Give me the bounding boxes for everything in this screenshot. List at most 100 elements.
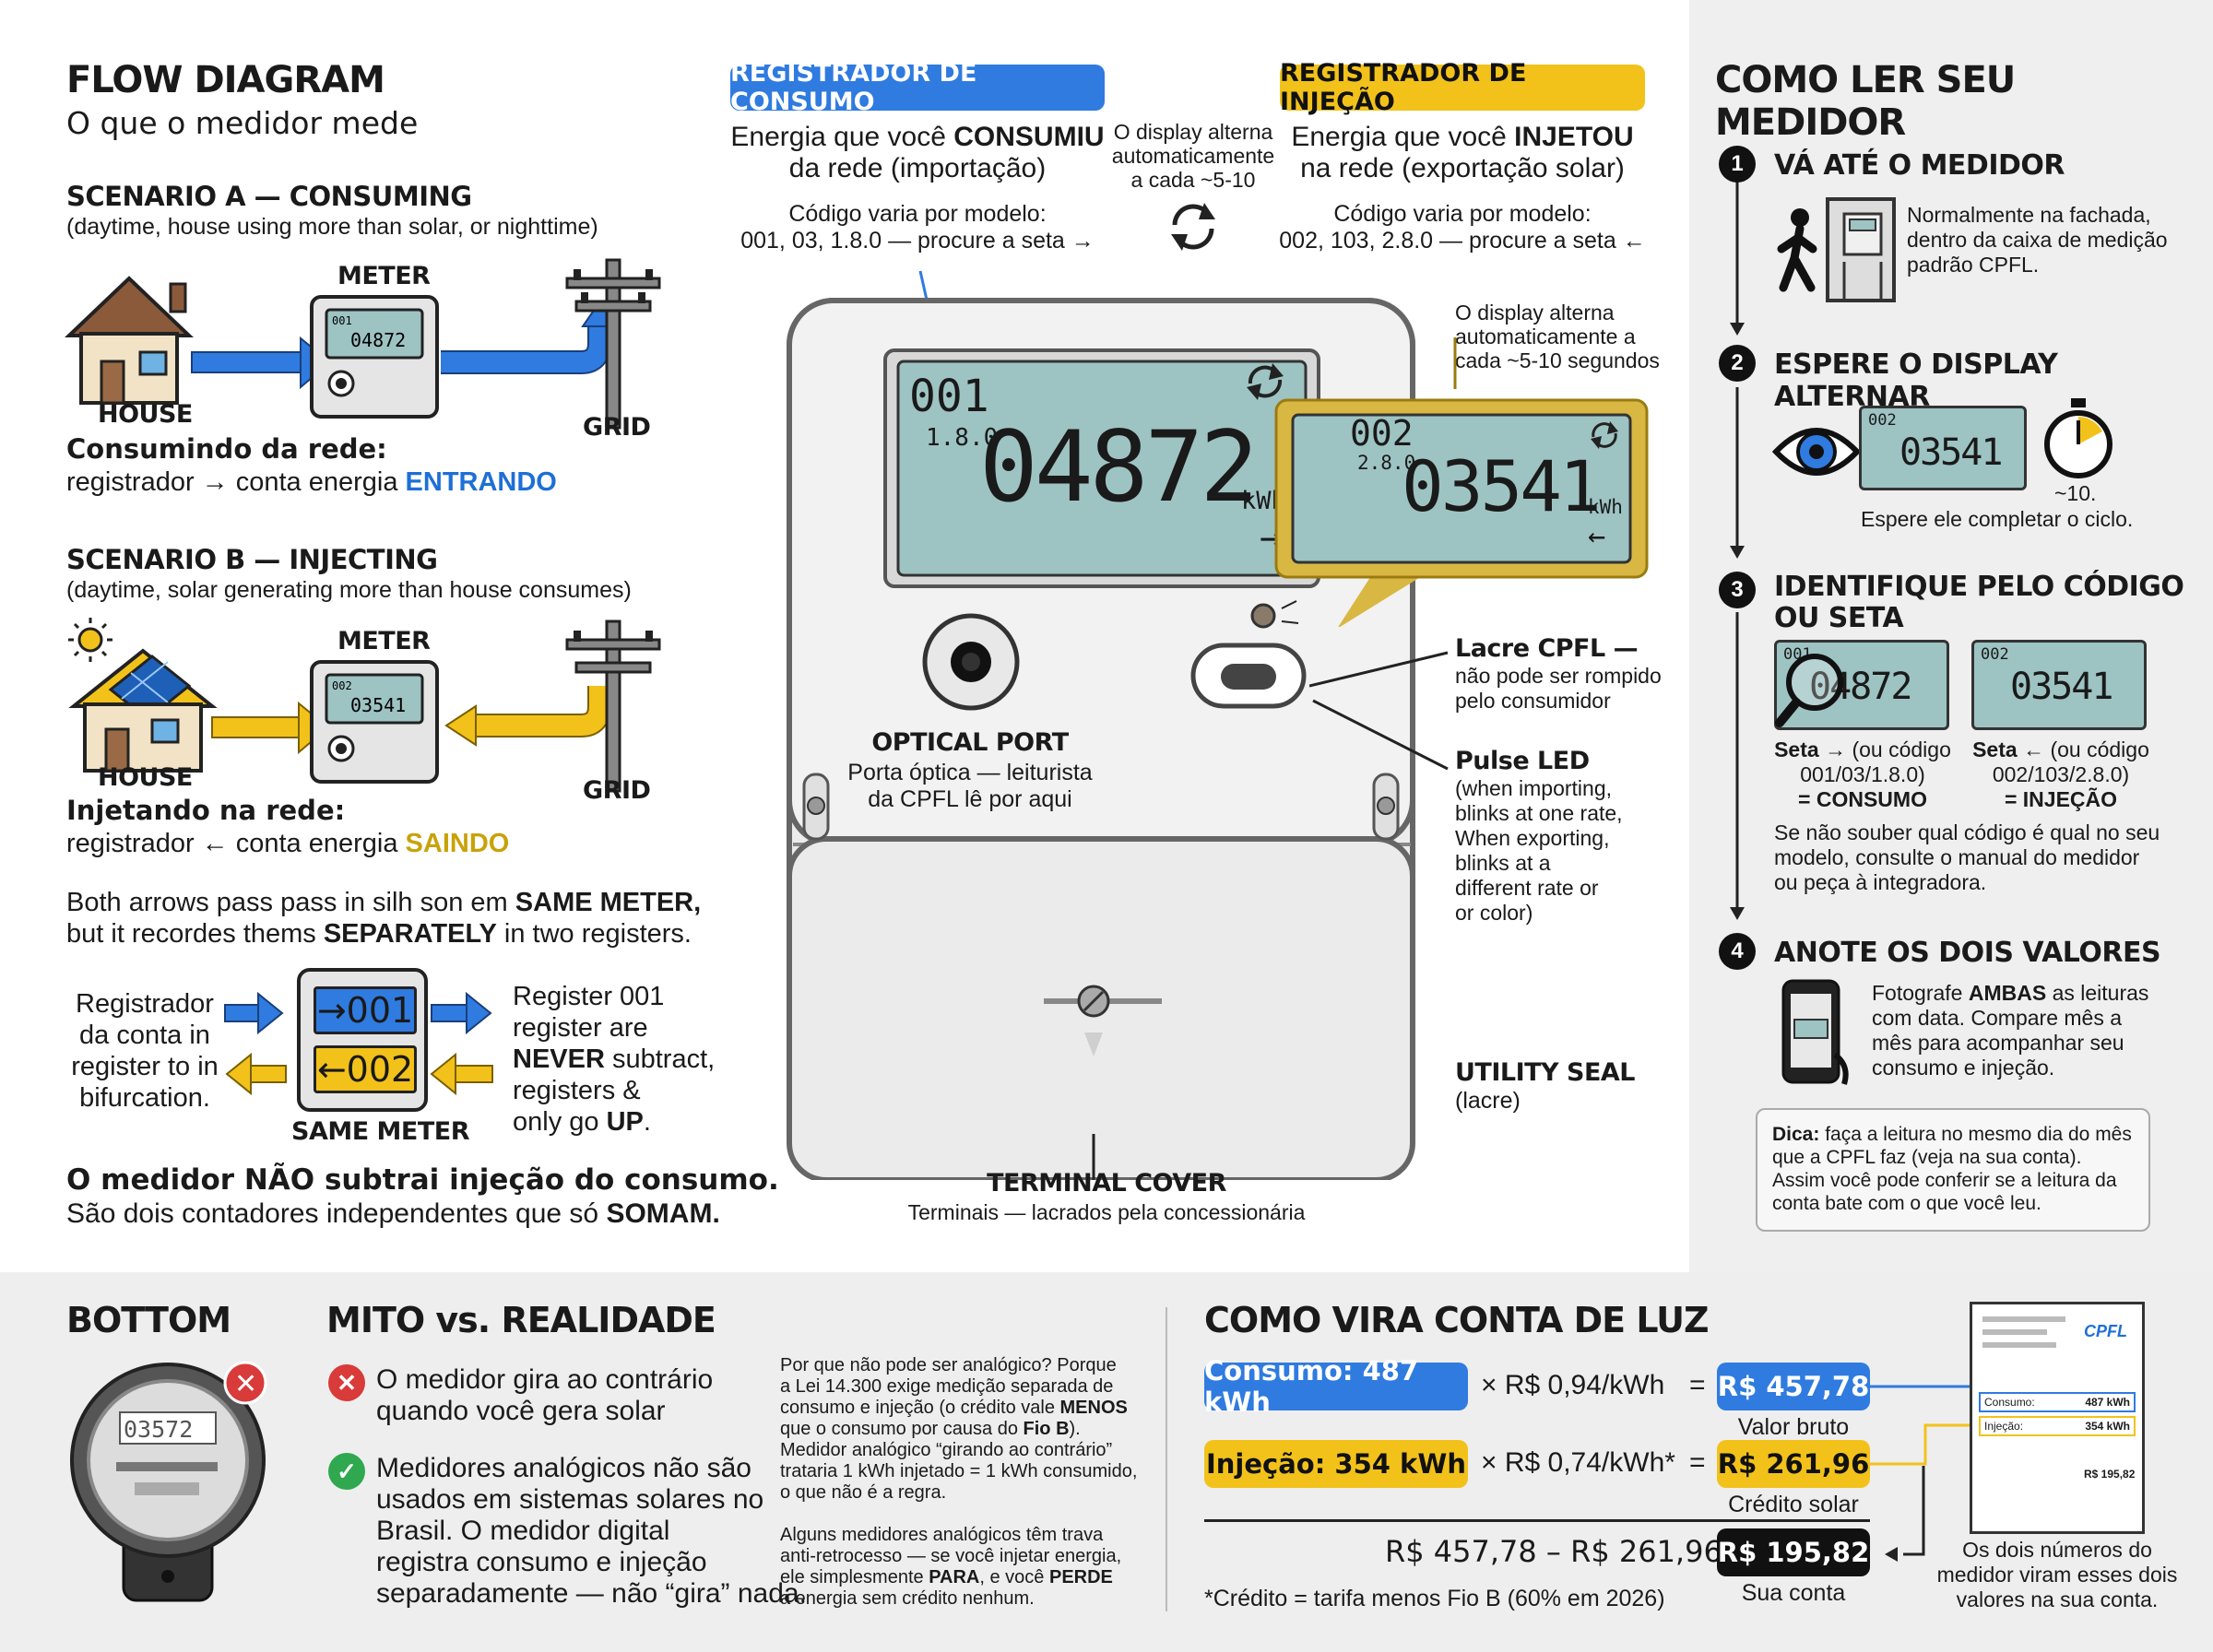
step-2-desc: Espere ele completar o ciclo. bbox=[1861, 507, 2134, 531]
injecao-code: Código varia por modelo:002, 103, 2.8.0 … bbox=[1279, 201, 1646, 254]
step-1-number: 1 bbox=[1719, 146, 1756, 183]
svg-text:002: 002 bbox=[332, 679, 352, 692]
lcd1-obis: 1.8.0 bbox=[926, 424, 999, 452]
final-bold: O medidor NÃO subtrai injeção do consumo… bbox=[66, 1163, 779, 1197]
scenario-b-grid-label: GRID bbox=[583, 776, 651, 805]
bill-footnote: *Crédito = tarifa menos Fio B (60% em 20… bbox=[1204, 1586, 1665, 1611]
magnifier-icon bbox=[1775, 654, 1843, 727]
side-screw-left-icon bbox=[802, 773, 830, 841]
lcd2-obis: 2.8.0 bbox=[1357, 452, 1416, 474]
step-3-lcd-a-value: 04872 bbox=[1809, 666, 1912, 708]
doc-line-1 bbox=[1982, 1316, 2065, 1322]
solar-house-icon bbox=[68, 648, 218, 773]
lcd1-code: 001 bbox=[909, 371, 989, 422]
scenario-a-meter-label: METER bbox=[337, 262, 431, 290]
how-to-panel-bg bbox=[1689, 0, 2213, 1272]
scenario-b-caption-bold: Injetando na rede: bbox=[66, 795, 346, 826]
scenario-a-house-label: HOUSE bbox=[98, 400, 193, 429]
scenario-a-caption: registrador → conta energia ENTRANDO bbox=[66, 467, 557, 497]
step-1-desc: Normalmente na fachada,dentro da caixa d… bbox=[1907, 203, 2168, 277]
step-1-title: VÁ ATÉ O MEDIDOR bbox=[1774, 149, 2065, 182]
x-mark-icon: ✕ bbox=[234, 1368, 257, 1400]
injecao-equals: = bbox=[1689, 1447, 1706, 1478]
cpfl-seal-icon bbox=[1190, 643, 1307, 709]
utility-seal-title: UTILITY SEAL bbox=[1455, 1058, 1636, 1087]
lcd1-value: 04872 bbox=[979, 410, 1259, 524]
lcd2-arrow-icon: ← bbox=[1588, 518, 1606, 553]
cpfl-logo: CPFL bbox=[2084, 1322, 2127, 1340]
saindo-highlight: SAINDO bbox=[405, 829, 510, 858]
scenario-a-graphic: 001 04872 bbox=[65, 258, 661, 430]
lcd2-value: 03541 bbox=[1402, 445, 1602, 527]
analog-meter-icon: ✕ bbox=[70, 1361, 267, 1602]
consumo-code: Código varia por modelo:001, 03, 1.8.0 —… bbox=[740, 201, 1095, 254]
lacre-title: Lacre CPFL — bbox=[1455, 634, 1639, 663]
consumo-caption: Valor bruto bbox=[1737, 1414, 1850, 1440]
doc-total: R$ 195,82 bbox=[2084, 1468, 2136, 1481]
walk-to-meter-icon bbox=[1777, 197, 1896, 302]
consumo-desc: Energia que você CONSUMIU da rede (impor… bbox=[730, 122, 1105, 183]
gold-arrow-left-icon bbox=[444, 686, 611, 747]
injecao-desc: Energia que você INJETOU na rede (export… bbox=[1291, 122, 1634, 183]
step-2-lcd bbox=[1859, 406, 2027, 490]
step-3-left-caption: Seta → (ou código 001/03/1.8.0)= CONSUMO bbox=[1774, 738, 1951, 811]
step-3-number: 3 bbox=[1719, 572, 1756, 608]
bottom-divider bbox=[1166, 1307, 1167, 1611]
both-arrows-line2: but it recordes thems SEPARATELY in two … bbox=[66, 919, 692, 949]
power-pole-b-icon bbox=[565, 620, 661, 793]
scenario-b-graphic: 002 03541 bbox=[68, 618, 661, 793]
doc-injecao-row: Injeção:354 kWh bbox=[1979, 1416, 2136, 1436]
phone-camera-icon bbox=[1781, 979, 1849, 1085]
pulse-led-title: Pulse LED bbox=[1455, 747, 1590, 775]
same-meter-label: SAME METER bbox=[291, 1117, 470, 1146]
bill-sum-line bbox=[1204, 1519, 1870, 1522]
stopwatch-icon bbox=[2044, 398, 2112, 478]
gold-arrow-in-icon bbox=[430, 1052, 493, 1096]
optical-port-title: OPTICAL PORT bbox=[871, 728, 1069, 757]
myth-title: MITO vs. REALIDADE bbox=[326, 1300, 716, 1340]
flow-title: FLOW DIAGRAM bbox=[66, 59, 385, 101]
doc-line-2 bbox=[1982, 1329, 2047, 1335]
injecao-rate: × R$ 0,74/kWh* bbox=[1481, 1447, 1675, 1478]
step-3-lcd-a bbox=[1774, 640, 1949, 730]
step-2-title: ESPERE O DISPLAY ALTERNAR bbox=[1774, 348, 2058, 413]
bill-title: COMO VIRA CONTA DE LUZ bbox=[1204, 1300, 1710, 1340]
injecao-total-pill: R$ 261,96 bbox=[1717, 1440, 1870, 1488]
step-2-lcd-code: 002 bbox=[1868, 411, 1897, 430]
final-caption: Sua conta bbox=[1741, 1580, 1846, 1606]
scenario-a-desc: (daytime, house using more than solar, o… bbox=[66, 214, 598, 240]
step-3-right-caption: Seta ← (ou código 002/103/2.8.0)= INJEÇÃ… bbox=[1972, 738, 2149, 811]
register-001-box: →001 bbox=[314, 986, 417, 1034]
step-2-timer: ~10. bbox=[2054, 481, 2097, 505]
step-2-number: 2 bbox=[1719, 345, 1756, 382]
scenario-b-house-label: HOUSE bbox=[98, 763, 193, 792]
consumo-register-pill: REGISTRADOR DE CONSUMO bbox=[730, 59, 1105, 116]
step-4-number: 4 bbox=[1719, 933, 1756, 970]
terminal-cover-desc: Terminais — lacrados pela concessionária bbox=[907, 1200, 1306, 1224]
injecao-kwh-pill: Injeção: 354 kWh bbox=[1204, 1440, 1468, 1488]
bill-difference: R$ 457,78 – R$ 261,96 = bbox=[1385, 1534, 1757, 1569]
blue-arrow-icon bbox=[191, 336, 332, 390]
flow-subtitle: O que o medidor mede bbox=[66, 105, 419, 141]
gold-arrow-out-icon bbox=[225, 1052, 287, 1096]
eye-icon bbox=[1772, 428, 1862, 476]
step-2-lcd-value: 03541 bbox=[1899, 431, 2003, 474]
optical-port-icon bbox=[922, 613, 1020, 711]
utility-seal-desc: (lacre) bbox=[1455, 1088, 1521, 1114]
terminal-screw-icon bbox=[1044, 985, 1162, 1056]
scenario-b-title: SCENARIO B — INJECTING bbox=[66, 544, 438, 575]
blue-arrow-out-icon bbox=[431, 991, 492, 1035]
doc-line-3 bbox=[1982, 1342, 2056, 1348]
step-3-lcd-b-code: 002 bbox=[1981, 645, 2009, 664]
analog-meter-value: 03572 bbox=[124, 1416, 194, 1443]
scenario-b-desc: (daytime, solar generating more than hou… bbox=[66, 577, 632, 603]
myth-x-icon: ✕ bbox=[328, 1364, 365, 1401]
callout-line bbox=[1453, 337, 1457, 389]
final-total-pill: R$ 195,82 bbox=[1717, 1528, 1870, 1576]
